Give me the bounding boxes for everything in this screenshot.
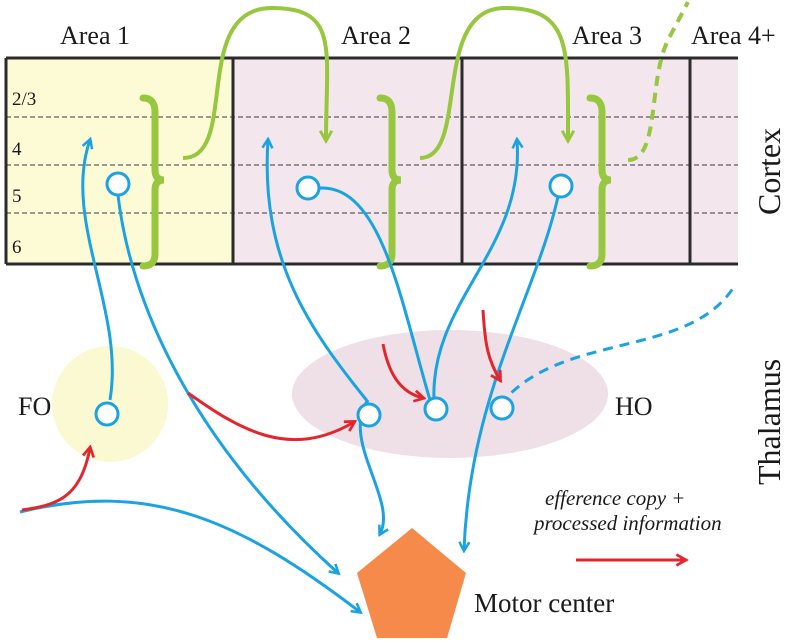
- feedforward-area1-to-area2: [182, 5, 327, 160]
- ho2-to-area3: [432, 140, 518, 401]
- legend-line-2: processed information: [532, 511, 722, 535]
- area1-l5-to-motor: [116, 194, 338, 573]
- feedforward-braces: [139, 94, 612, 270]
- ho-nucleus: [292, 330, 608, 458]
- legend-line-1: efference copy +: [545, 486, 685, 510]
- neuron-ho-3: [489, 395, 515, 421]
- thalamus-label: Thalamus: [751, 359, 787, 485]
- area-2-region: [233, 58, 462, 264]
- motor-center-label: Motor center: [474, 588, 614, 618]
- fo-label: FO: [18, 392, 51, 421]
- brace-area-2: [376, 94, 402, 270]
- brace-area-3: [586, 94, 612, 270]
- area2-efference-to-ho: [381, 343, 423, 398]
- fo-to-area1: [81, 140, 114, 401]
- layer-dividers: [6, 116, 738, 214]
- motor-center-pentagon: [357, 528, 466, 638]
- ho-label: HO: [615, 392, 653, 421]
- feedforward-area3-to-area4: [627, 1, 690, 162]
- area-3-region: [462, 58, 690, 264]
- neuron-ho-2: [423, 396, 449, 422]
- layer-label-4: 4: [12, 139, 22, 160]
- layer-label-2-3: 2/3: [12, 89, 36, 110]
- area-1-region: [6, 58, 233, 264]
- area-2-label: Area 2: [341, 21, 411, 50]
- layer-label-5: 5: [12, 186, 22, 207]
- input-to-motor: [19, 499, 360, 612]
- neuron-fo: [94, 401, 120, 427]
- layer-label-6: 6: [12, 237, 22, 258]
- neuron-area3-l5: [548, 173, 574, 199]
- neuron-area1-l5: [105, 171, 131, 197]
- blue-projections: [19, 140, 737, 612]
- area-4-label: Area 4+: [691, 21, 776, 50]
- feedforward-arrows: [182, 1, 690, 162]
- feedforward-area2-to-area3: [419, 5, 568, 160]
- efference-copy-arrows: [21, 309, 685, 560]
- neuron-ho-1: [356, 402, 382, 428]
- area2-l5-to-ho: [307, 186, 432, 401]
- ho3-to-area4: [498, 284, 737, 406]
- area-3-label: Area 3: [572, 21, 642, 50]
- cortex-borders: [4, 56, 738, 266]
- area-1-label: Area 1: [60, 21, 130, 50]
- cortex-label: Cortex: [751, 128, 787, 215]
- neurons: [94, 171, 574, 428]
- area3-l5-to-motor: [464, 186, 562, 550]
- ho1-to-area2: [267, 140, 370, 403]
- area1-to-ho: [187, 391, 354, 442]
- input-to-fo: [21, 448, 90, 512]
- area-4-region: [690, 58, 738, 264]
- brace-area-1: [139, 94, 165, 270]
- neuron-area2-l5: [295, 175, 321, 201]
- area3-efference-to-ho: [481, 309, 500, 380]
